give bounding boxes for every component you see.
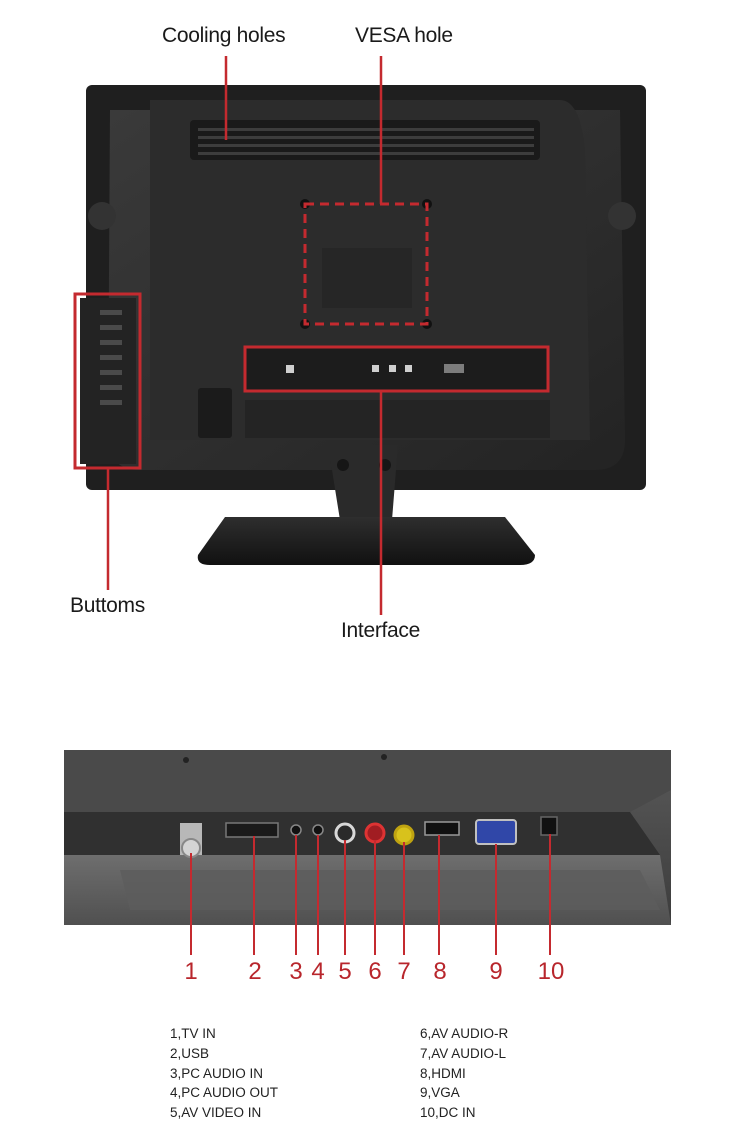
port-number-5: 5 [338, 958, 352, 985]
stand-bolt-left [337, 459, 349, 471]
port-pc-audio-out [312, 824, 324, 836]
side-button-panel [80, 298, 136, 464]
port-pc-audio-in [290, 824, 302, 836]
tv-back-illustration [73, 56, 646, 615]
port-av-audio-r [364, 822, 386, 844]
vesa-highlight-box [303, 202, 429, 326]
port-number-10: 10 [537, 958, 565, 985]
legend-item: 8,HDMI [420, 1065, 466, 1081]
vesa-hole-label: VESA hole [355, 24, 453, 47]
port-number-8: 8 [433, 958, 447, 985]
vent-slots [198, 128, 534, 155]
legend-item: 4,PC AUDIO OUT [170, 1085, 279, 1101]
port-tv-in-body [180, 823, 202, 855]
legend-right-column: 6,AV AUDIO-R 7,AV AUDIO-L 8,HDMI 9,VGA 1… [420, 1024, 508, 1123]
port-dc-in [540, 816, 558, 836]
port-usb [225, 822, 279, 838]
interface-label: Interface [341, 619, 421, 642]
stand-base [197, 517, 535, 565]
port-number-6: 6 [368, 958, 382, 985]
power-socket [198, 388, 232, 438]
interface-strip [246, 348, 548, 390]
vesa-plate [322, 248, 412, 308]
closeup-top-shelf [64, 750, 671, 812]
port-av-video-in [334, 822, 356, 844]
side-buttons [100, 310, 122, 405]
legend-item: 7,AV AUDIO-L [420, 1045, 507, 1061]
buttoms-label: Buttoms [70, 594, 145, 617]
port-number-4: 4 [311, 958, 325, 985]
stand-neck [328, 445, 398, 520]
legend-left-column: 1,TV IN 2,USB 3,PC AUDIO IN 4,PC AUDIO O… [170, 1024, 278, 1123]
lower-recess [245, 400, 550, 438]
port-number-2: 2 [248, 958, 262, 985]
legend-item: 2,USB [170, 1045, 210, 1061]
side-knob-left [88, 202, 116, 230]
legend-item: 3,PC AUDIO IN [170, 1065, 264, 1081]
closeup-screws [183, 754, 387, 763]
interface-highlight-box [243, 345, 550, 393]
legend-item: 5,AV VIDEO IN [170, 1105, 262, 1121]
legend-item: 6,AV AUDIO-R [420, 1026, 509, 1041]
port-number-9: 9 [489, 958, 503, 985]
port-vga [475, 819, 517, 845]
legend-item: 9,VGA [420, 1085, 460, 1101]
legend-item: 1,TV IN [170, 1026, 216, 1041]
legend-item: 10,DC IN [420, 1105, 476, 1121]
closeup-lower-lip [64, 855, 671, 925]
closeup-rail [120, 870, 660, 910]
port-number-7: 7 [397, 958, 411, 985]
port-number-lines [190, 834, 551, 955]
cooling-holes-label: Cooling holes [162, 24, 286, 47]
closeup-port-panel [64, 812, 660, 855]
port-hdmi [424, 821, 460, 836]
port-tv-in-tip [181, 838, 201, 858]
side-knob-right [608, 202, 636, 230]
port-number-1: 1 [184, 958, 198, 985]
closeup-ports [180, 816, 558, 858]
interface-ports [286, 364, 464, 373]
port-number-3: 3 [289, 958, 303, 985]
closeup-background [64, 750, 671, 925]
port-av-audio-l [393, 824, 415, 846]
